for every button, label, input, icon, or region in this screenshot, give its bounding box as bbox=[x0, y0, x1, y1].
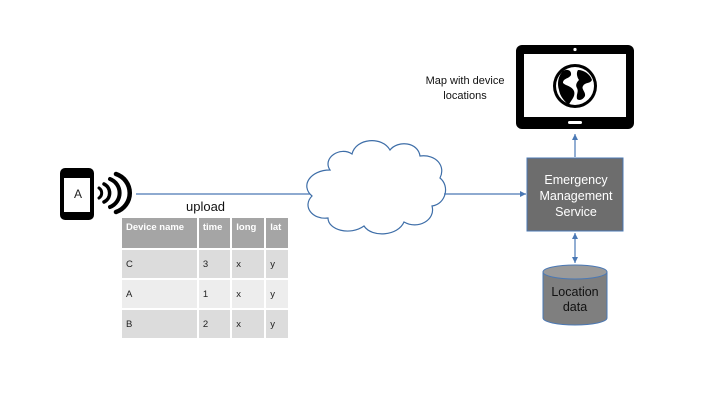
cell-long: x bbox=[231, 308, 267, 338]
database-label: Location data bbox=[551, 285, 599, 314]
phone-device-label: A bbox=[73, 187, 82, 201]
wireless-signal-icon bbox=[97, 171, 132, 215]
table-row: B 2 x y bbox=[122, 308, 288, 338]
cell-device-name: B bbox=[122, 308, 199, 338]
cell-lat: y bbox=[265, 278, 288, 309]
service-label: Emergency Management Service bbox=[539, 173, 613, 219]
header-long: long bbox=[231, 218, 267, 249]
globe-icon bbox=[553, 64, 597, 108]
database-cylinder-icon bbox=[542, 264, 608, 326]
location-table: Device name time long lat C 3 x y A 1 x … bbox=[122, 218, 288, 338]
cell-time: 2 bbox=[197, 308, 233, 338]
cell-long: x bbox=[231, 248, 267, 279]
cloud-icon bbox=[306, 140, 447, 235]
upload-label: upload bbox=[186, 199, 226, 214]
header-time: time bbox=[197, 218, 233, 249]
table-row: A 1 x y bbox=[122, 278, 288, 309]
header-lat: lat bbox=[265, 218, 288, 249]
cell-lat: y bbox=[265, 248, 288, 279]
service-box bbox=[526, 157, 624, 232]
cell-device-name: C bbox=[122, 248, 199, 279]
cell-long: x bbox=[231, 278, 267, 309]
cell-lat: y bbox=[265, 308, 288, 338]
mobile-phone-icon bbox=[60, 168, 94, 220]
table-header-row: Device name time long lat bbox=[122, 218, 288, 249]
header-device-name: Device name bbox=[122, 218, 199, 249]
cell-device-name: A bbox=[122, 278, 199, 309]
table-row: C 3 x y bbox=[122, 248, 288, 279]
cell-time: 3 bbox=[197, 248, 233, 279]
cell-time: 1 bbox=[197, 278, 233, 309]
map-caption: Map with device locations bbox=[425, 75, 505, 102]
